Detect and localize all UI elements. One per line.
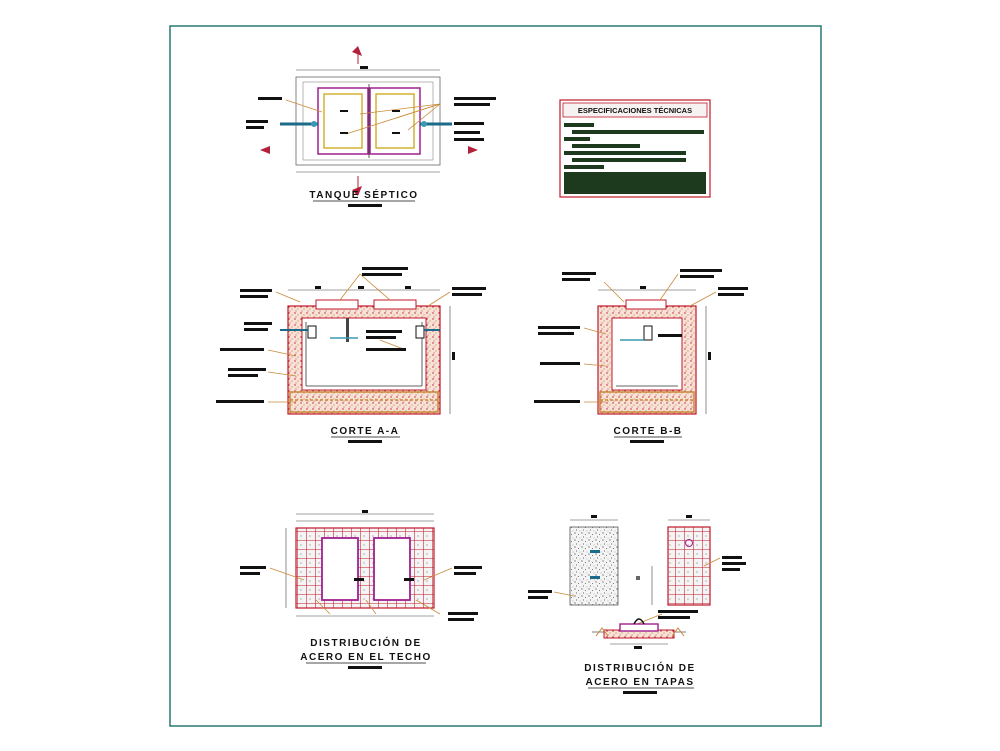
technical-specs-box: ESPECIFICACIONES TÉCNICAS [559,99,711,198]
section-a-title: CORTE A-A [331,426,400,437]
section-a-a [216,267,486,415]
plan-title: TANQUE SÉPTICO [309,188,418,201]
roof-steel-title-line1: DISTRIBUCIÓN DE [310,636,421,649]
roof-steel-title-line2: ACERO EN EL TECHO [300,652,431,663]
lid-steel-title-line2: ACERO EN TAPAS [586,677,695,688]
roof-steel-distribution [240,510,482,621]
lid-steel-title-line1: DISTRIBUCIÓN DE [584,661,695,674]
section-b-title: CORTE B-B [613,426,682,437]
lid-steel-distribution [528,515,746,649]
sheet-frame [169,25,822,727]
septic-tank-plan [246,46,496,196]
section-b-b [534,269,748,415]
specs-title: ESPECIFICACIONES TÉCNICAS [578,106,692,115]
